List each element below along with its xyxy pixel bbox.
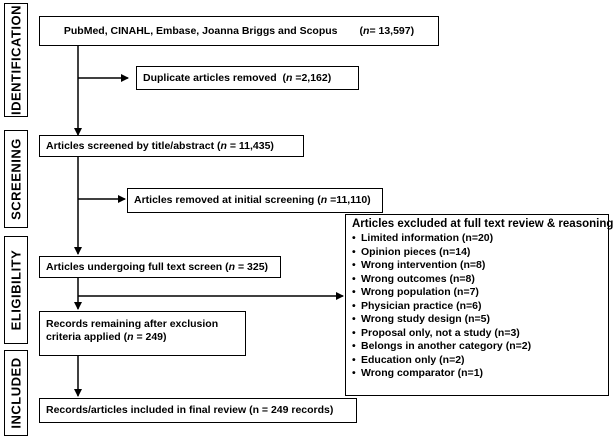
box-removed-initial-text: Articles removed at initial screening ( bbox=[134, 194, 321, 206]
bullet-icon: • bbox=[352, 245, 356, 258]
exclusion-reason-label: Wrong comparator (n=1) bbox=[361, 367, 484, 379]
stage-identification-label: IDENTIFICATION bbox=[8, 4, 24, 116]
stage-included-label: INCLUDED bbox=[8, 357, 24, 429]
n-symbol: n bbox=[228, 260, 236, 273]
bullet-icon: • bbox=[352, 272, 356, 285]
exclusion-reason-item: • Wrong population (n=7) bbox=[352, 286, 602, 300]
exclusion-reason-label: Limited information (n=20) bbox=[361, 232, 494, 244]
box-screened: Articles screened by title/abstract (n =… bbox=[39, 135, 304, 157]
exclusion-reason-item: • Opinion pieces (n=14) bbox=[352, 246, 602, 260]
box-duplicates-count: =2,162) bbox=[292, 71, 332, 84]
box-database-sources-text: PubMed, CINAHL, Embase, Joanna Briggs an… bbox=[63, 24, 338, 37]
exclusion-reason-item: • Proposal only, not a study (n=3) bbox=[352, 327, 602, 341]
exclusion-reason-label: Wrong intervention (n=8) bbox=[361, 259, 486, 271]
box-database-sources-count: = 13,597) bbox=[369, 24, 415, 37]
box-included-text: Records/articles included in final revie… bbox=[46, 404, 334, 416]
n-symbol: n bbox=[127, 331, 134, 343]
exclusion-reason-label: Wrong population (n=7) bbox=[361, 286, 479, 298]
stage-screening-label: SCREENING bbox=[8, 138, 24, 220]
exclusion-reason-label: Physician practice (n=6) bbox=[361, 299, 482, 312]
box-records-remaining-line2: criteria applied ( bbox=[46, 331, 128, 343]
exclusion-reason-label: Wrong outcomes (n=8) bbox=[361, 272, 475, 285]
box-full-text-count: = 325) bbox=[235, 260, 269, 273]
box-included-final: Records/articles included in final revie… bbox=[39, 398, 357, 423]
n-symbol: n bbox=[320, 194, 328, 206]
exclusion-reason-item: • Wrong comparator (n=1) bbox=[352, 367, 602, 381]
exclusion-reason-label: Belongs in another category (n=2) bbox=[361, 340, 532, 352]
box-duplicates-text: Duplicate articles removed ( bbox=[143, 71, 286, 84]
exclusion-reason-item: • Physician practice (n=6) bbox=[352, 300, 602, 314]
bullet-icon: • bbox=[352, 259, 356, 271]
box-full-text-screen: Articles undergoing full text screen (n … bbox=[39, 256, 281, 278]
box-records-remaining-line1: Records remaining after exclusion bbox=[46, 318, 219, 330]
exclusion-reasons-title: Articles excluded at full text review & … bbox=[352, 218, 614, 230]
bullet-icon: • bbox=[352, 326, 356, 339]
bullet-icon: • bbox=[352, 367, 356, 379]
box-records-remaining-count: = 249) bbox=[133, 331, 167, 343]
box-database-sources: PubMed, CINAHL, Embase, Joanna Briggs an… bbox=[39, 16, 439, 46]
bullet-icon: • bbox=[352, 286, 356, 298]
stage-eligibility: ELIGIBILITY bbox=[4, 236, 28, 344]
exclusion-reason-item: • Belongs in another category (n=2) bbox=[352, 340, 602, 354]
exclusion-reason-label: Wrong study design (n=5) bbox=[361, 313, 491, 325]
box-removed-initial: Articles removed at initial screening (n… bbox=[127, 188, 383, 213]
exclusion-reason-item: • Wrong study design (n=5) bbox=[352, 313, 602, 327]
exclusion-reason-item: • Limited information (n=20) bbox=[352, 232, 602, 246]
bullet-icon: • bbox=[352, 299, 356, 312]
stage-eligibility-label: ELIGIBILITY bbox=[8, 249, 24, 331]
box-records-remaining: Records remaining after exclusion criter… bbox=[39, 311, 246, 356]
exclusion-reason-item: • Education only (n=2) bbox=[352, 354, 602, 368]
box-exclusion-reasons: Articles excluded at full text review & … bbox=[345, 214, 614, 396]
n-symbol: n bbox=[220, 139, 227, 152]
exclusion-reasons-list: • Limited information (n=20) • Opinion piec… bbox=[352, 232, 602, 381]
box-screened-text: Articles screened by title/abstract ( bbox=[46, 139, 221, 152]
stage-included: INCLUDED bbox=[4, 350, 28, 436]
exclusion-reason-item: • Wrong outcomes (n=8) bbox=[352, 273, 602, 287]
n-symbol: n bbox=[285, 71, 293, 84]
stage-identification: IDENTIFICATION bbox=[4, 3, 28, 117]
exclusion-reason-item: • Wrong intervention (n=8) bbox=[352, 259, 602, 273]
n-symbol: n bbox=[363, 24, 370, 37]
exclusion-reason-label: Opinion pieces (n=14) bbox=[361, 245, 471, 258]
box-removed-initial-count: =11,110) bbox=[327, 194, 371, 206]
bullet-icon: • bbox=[352, 340, 356, 352]
box-full-text-text: Articles undergoing full text screen ( bbox=[46, 260, 229, 273]
box-duplicates-removed: Duplicate articles removed (n =2,162) bbox=[136, 66, 359, 90]
bullet-icon: • bbox=[352, 353, 356, 366]
bullet-icon: • bbox=[352, 313, 356, 325]
exclusion-reason-label: Education only (n=2) bbox=[361, 353, 465, 366]
box-screened-count: = 11,435) bbox=[226, 139, 274, 152]
exclusion-reason-label: Proposal only, not a study (n=3) bbox=[361, 326, 520, 339]
stage-screening: SCREENING bbox=[4, 130, 28, 228]
bullet-icon: • bbox=[352, 232, 356, 244]
